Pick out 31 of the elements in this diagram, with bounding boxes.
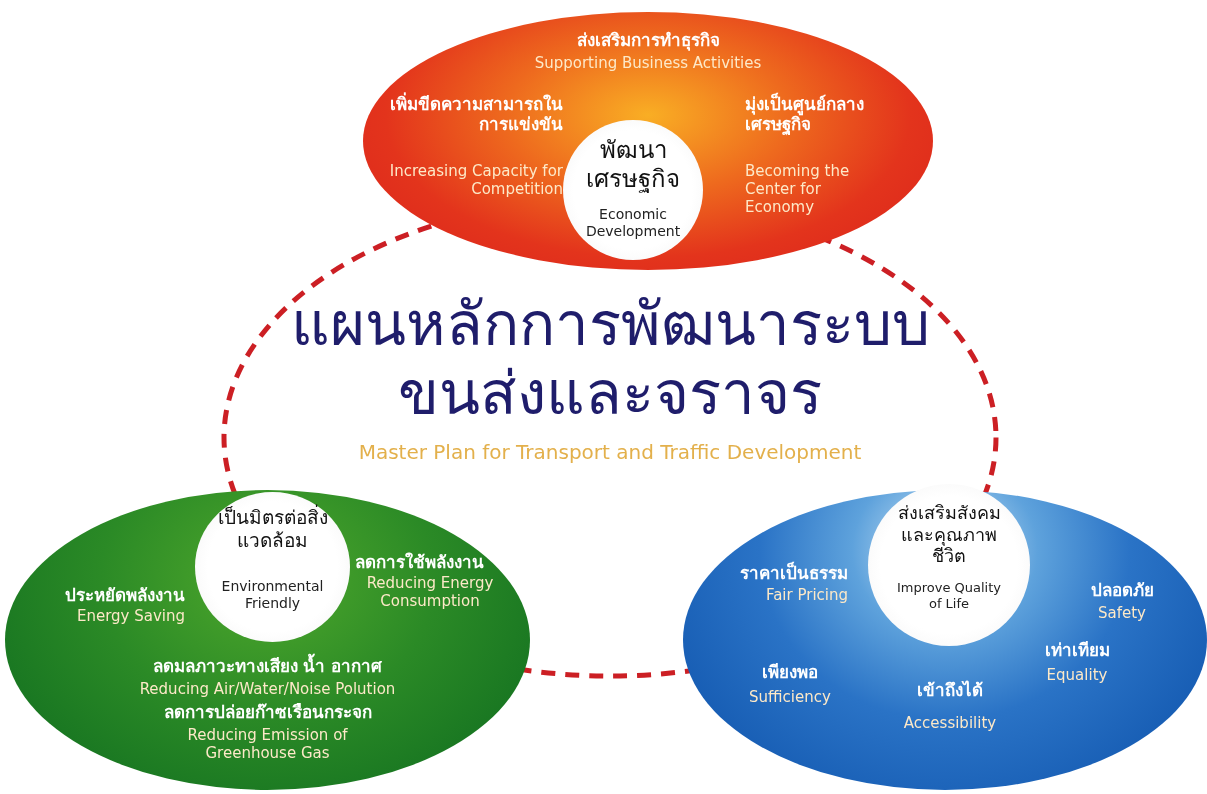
center-heading: เป็นมิตรต่อสิ่งแวดล้อม — [217, 506, 328, 552]
goal-label: เท่าเทียม — [1043, 640, 1111, 661]
goal-label: ราคาเป็นธรรม — [739, 563, 848, 584]
goal-label: มุ่งเป็นศูนย์กลางเศรษฐกิจ — [745, 94, 865, 135]
title-heading: แผนหลักการพัฒนาระบบขนส่งและจราจร — [289, 290, 931, 428]
center-subtitle: Improve Quality of Life — [895, 580, 1002, 612]
goal-label: Accessibility — [902, 714, 998, 732]
goal-label: ปลอดภัย — [1089, 580, 1155, 601]
goal-label: ลดการปล่อยก๊าซเรือนกระจก — [162, 702, 373, 723]
goal-label: Fair Pricing — [764, 586, 848, 604]
goal-label: Reducing Emission of Greenhouse Gas — [186, 726, 349, 762]
goal-label: Sufficiency — [748, 688, 832, 706]
title-subtitle: Master Plan for Transport and Traffic Development — [357, 440, 863, 464]
goal-label: เข้าถึงได้ — [916, 680, 984, 701]
goal-label: Reducing Air/Water/Noise Polution — [138, 680, 397, 698]
center-subtitle: Economic Development — [584, 206, 682, 240]
goal-label: Equality — [1045, 666, 1109, 684]
goal-label: Becoming the Center for Economy — [745, 162, 851, 216]
goal-label: ประหยัดพลังงาน — [64, 585, 185, 606]
goal-subtitle: Supporting Business Activities — [533, 54, 763, 72]
center-heading: ส่งเสริมสังคมและคุณภาพชีวิต — [896, 502, 1002, 567]
goal-label: ลดการใช้พลังงาน — [355, 552, 485, 573]
goal-heading: ส่งเสริมการทำธุรกิจ — [575, 30, 721, 51]
goal-label: Reducing Energy Consumption — [365, 574, 495, 610]
center-heading: พัฒนาเศรษฐกิจ — [585, 136, 681, 194]
goal-label: เพียงพอ — [761, 662, 819, 683]
goal-label: เพิ่มขีดความสามารถในการแข่งขัน — [389, 94, 563, 135]
goal-label: Safety — [1097, 604, 1147, 622]
goal-label: Increasing Capacity for Competition — [388, 162, 563, 198]
goal-label: Energy Saving — [75, 607, 185, 625]
center-subtitle: Environmental Friendly — [220, 578, 325, 612]
